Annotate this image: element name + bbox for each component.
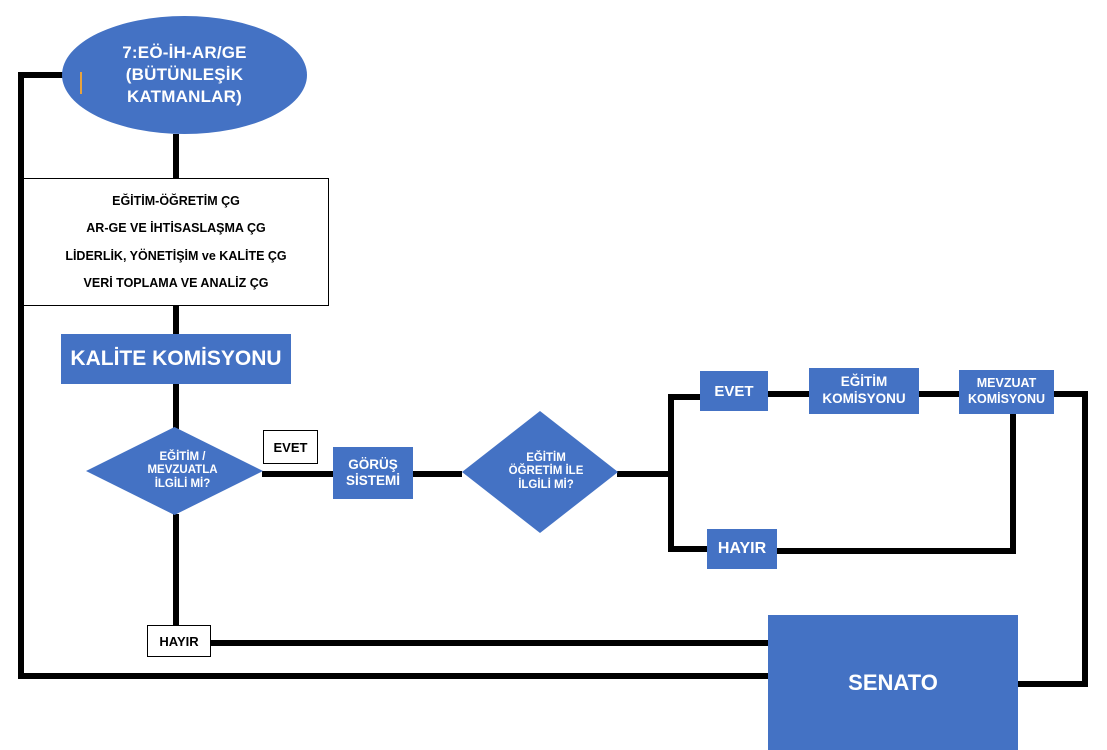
node-education-commission[interactable]: EĞİTİM KOMİSYONU [809,368,919,414]
decision2-no-text: HAYIR [717,540,767,557]
connector-outer-right-vertical [1082,391,1088,687]
connector-outer-right-to-senato [1016,681,1088,687]
connector-feedback-left-top-horizontal [18,72,80,78]
working-group-item-4: VERİ TOPLAMA VE ANALİZ ÇG [83,276,269,291]
node-legislation-commission[interactable]: MEVZUAT KOMİSYONU [959,370,1054,414]
node-working-groups-box[interactable]: EĞİTİM-ÖĞRETİM ÇG AR-GE VE İHTİSASLAŞMA … [23,178,329,306]
connector-branch-to-hayir2 [668,546,710,552]
connector-commission-to-decision1 [173,383,179,429]
orange-cursor-marker [80,72,82,94]
label-decision1-no[interactable]: HAYIR [147,625,211,657]
node-decision-education-or-legislation[interactable]: EĞİTİM / MEVZUATLA İLGİLİ Mİ? [86,427,263,515]
decision1-label-group: EĞİTİM / MEVZUATLA İLGİLİ Mİ? [86,427,263,515]
education-commission-line-1: EĞİTİM [840,374,888,390]
legislation-commission-line-2: KOMİSYONU [967,392,1046,406]
decision1-line-1: EĞİTİM / [159,450,206,463]
working-group-item-2: AR-GE VE İHTİSASLAŞMA ÇG [86,221,266,236]
ellipse-line-3: KATMANLAR) [126,86,242,106]
connector-workinggroups-to-commission [173,305,179,335]
label-decision2-yes[interactable]: EVET [700,371,768,411]
node-decision-education-related[interactable]: EĞİTİM ÖĞRETİM İLE İLGİLİ Mİ? [462,411,618,533]
opinion-system-line-2: SİSTEMİ [345,473,400,488]
connector-branch-vertical-rail [668,394,674,552]
connector-decision1-yes-to-opinionsystem [262,471,334,477]
connector-legislation-right-stub [1051,391,1088,397]
decision2-line-1: EĞİTİM [526,451,566,464]
node-integrated-layers-ellipse[interactable]: 7:EÖ-İH-AR/GE (BÜTÜNLEŞİK KATMANLAR) [62,16,307,134]
connector-feedback-left-vertical [18,72,24,679]
opinion-system-line-1: GÖRÜŞ [348,456,398,472]
node-senate[interactable]: SENATO [768,615,1018,750]
decision2-line-2: ÖĞRETİM İLE [508,465,584,478]
decision2-yes-text: EVET [714,382,754,400]
connector-legislation-down-vertical [1010,414,1016,554]
working-group-item-3: LİDERLİK, YÖNETİŞİM ve KALİTE ÇG [65,248,287,263]
connector-decision2-to-branch [617,471,672,477]
label-decision2-no[interactable]: HAYIR [707,529,777,569]
connector-evet2-to-education-commission [767,391,812,397]
connector-feedback-bottom-horizontal [18,673,770,679]
connector-decision1-to-hayir-label [173,514,179,626]
connector-title-to-workinggroups [173,134,179,180]
legislation-commission-line-1: MEVZUAT [976,376,1037,391]
connector-hayir-to-senato [210,640,772,646]
working-group-item-1: EĞİTİM-ÖĞRETİM ÇG [112,193,240,208]
connector-opinionsystem-to-decision2 [412,471,462,477]
connector-legislation-return-horizontal [776,548,1016,554]
education-commission-line-2: KOMİSYONU [822,391,906,406]
connector-education-to-legislation-commission [917,391,961,397]
ellipse-line-2: (BÜTÜNLEŞİK [125,65,244,85]
connector-branch-to-evet2 [668,394,710,400]
senate-label: SENATO [848,669,938,695]
node-opinion-system[interactable]: GÖRÜŞ SİSTEMİ [333,447,413,499]
decision1-line-3: İLGİLİ Mİ? [154,477,211,490]
decision2-line-3: İLGİLİ Mİ? [518,478,574,491]
decision1-no-text: HAYIR [159,633,199,649]
quality-commission-label: KALİTE KOMİSYONU [70,347,282,370]
ellipse-line-1: 7:EÖ-İH-AR/GE [122,43,247,63]
label-decision1-yes[interactable]: EVET [263,430,318,464]
decision1-yes-text: EVET [273,439,308,455]
decision1-line-2: MEVZUATLA [147,464,218,477]
node-quality-commission[interactable]: KALİTE KOMİSYONU [61,334,291,384]
decision2-label-group: EĞİTİM ÖĞRETİM İLE İLGİLİ Mİ? [462,411,618,533]
